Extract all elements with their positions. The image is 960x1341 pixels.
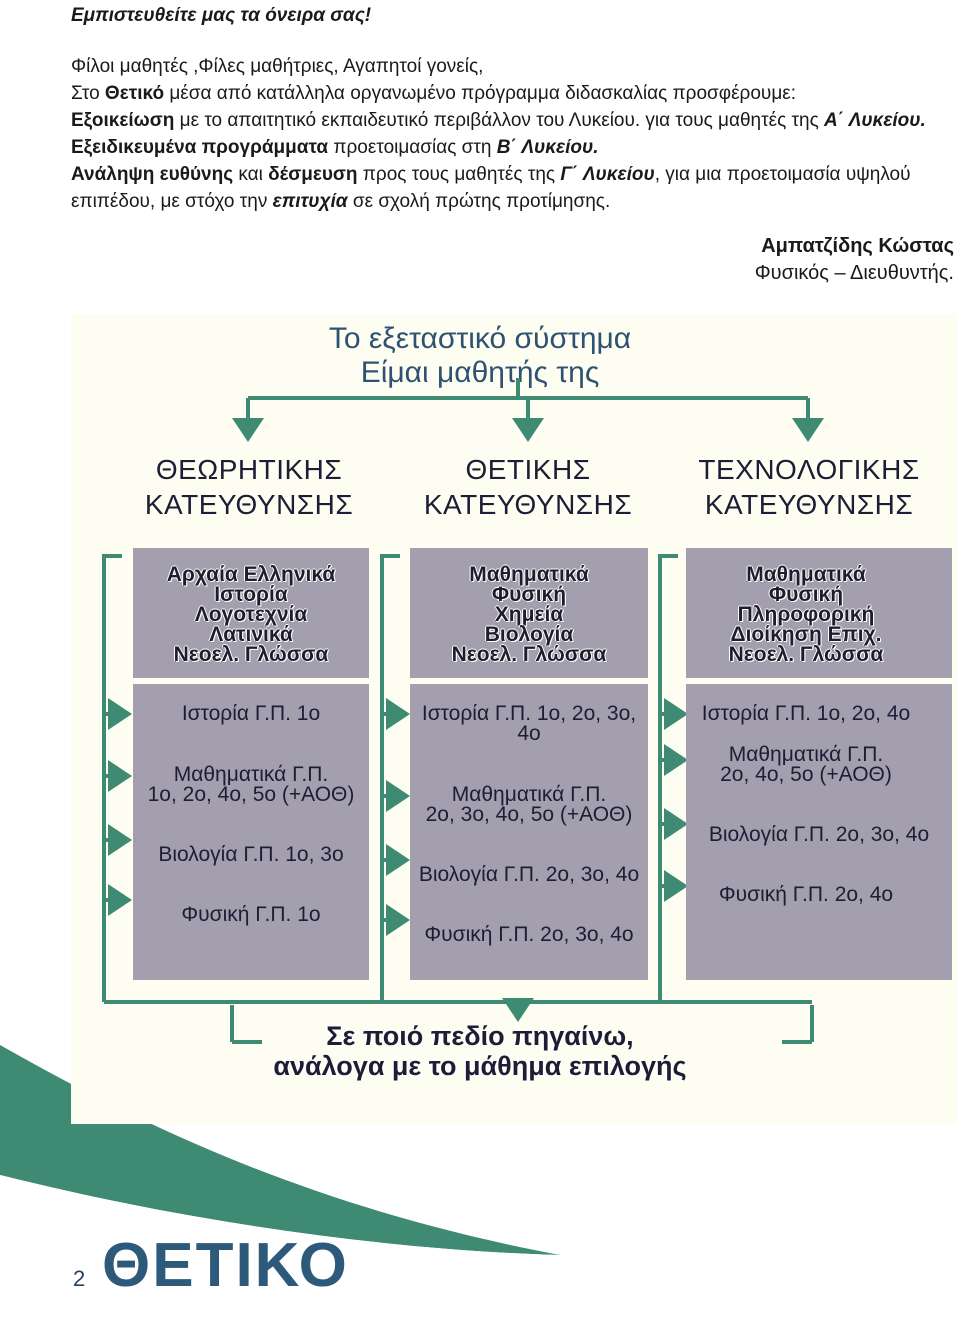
scheme-title: Το εξεταστικό σύστημα	[328, 322, 632, 355]
field-history-science: Ιστορία Γ.Π. 1ο, 2ο, 3ο,4ο	[421, 702, 637, 745]
intro-line-3: Εξοικείωση με το απαιτητικό εκπαιδευτικό…	[71, 110, 926, 131]
field-physics-technology: Φυσική Γ.Π. 2ο, 4ο	[718, 883, 894, 906]
signature: Αμπατζίδης Κώστας Φυσικός – Διευθυντής.	[755, 233, 954, 287]
field-biology-technology: Βιολογία Γ.Π. 2ο, 3ο, 4ο	[708, 823, 930, 846]
intro-line-5: Ανάληψη ευθύνης και δέσμευση προς τους μ…	[71, 164, 911, 185]
signature-title: Φυσικός – Διευθυντής.	[754, 262, 954, 284]
subjects-list-technology: Μαθηματικά Φυσική Πληροφορική Διοίκηση Ε…	[728, 563, 884, 666]
field-math-science: Μαθηματικά Γ.Π.2ο, 3ο, 4ο, 5ο (+ΑΟΘ)	[425, 783, 633, 826]
fields-box-theoretical	[133, 684, 369, 980]
field-physics-theoretical: Φυσική Γ.Π. 1ο	[181, 903, 321, 926]
scheme-subtitle: Είμαι μαθητής της	[360, 356, 600, 389]
fields-box-science	[410, 684, 648, 980]
intro-line-4: Εξειδικευμένα προγράμματα προετοιμασίας …	[71, 137, 599, 158]
field-math-technology: Μαθηματικά Γ.Π.2ο, 4ο, 5ο (+ΑΟΘ)	[720, 743, 892, 786]
field-physics-science: Φυσική Γ.Π. 2ο, 3ο, 4ο	[424, 923, 634, 946]
field-biology-science: Βιολογία Γ.Π. 2ο, 3ο, 4ο	[418, 863, 640, 886]
brand-logo-text: ΘΕΤΙΚΟ	[102, 1231, 349, 1300]
subjects-list-science: Μαθηματικά Φυσική Χημεία Βιολογία Νεοελ.…	[451, 563, 607, 666]
subjects-box-science	[410, 548, 648, 678]
subjects-box-technology	[686, 548, 952, 678]
field-question: Σε ποιό πεδίο πηγαίνω, ανάλογα με το μάθ…	[273, 1021, 687, 1081]
intro-text: Φίλοι μαθητές ,Φίλες μαθήτριες, Αγαπητοί…	[71, 53, 926, 215]
signature-name: Αμπατζίδης Κώστας	[761, 235, 954, 257]
subjects-box-theoretical	[133, 548, 369, 678]
field-history-theoretical: Ιστορία Γ.Π. 1ο	[181, 702, 321, 725]
page-number: 2	[73, 1266, 86, 1291]
intro-line-6: επιπέδου, με στόχο την επιτυχία σε σχολή…	[71, 191, 611, 212]
field-math-theoretical: Μαθηματικά Γ.Π.1ο, 2ο, 4ο, 5ο (+ΑΟΘ)	[147, 763, 355, 806]
field-biology-theoretical: Βιολογία Γ.Π. 1ο, 3ο	[158, 843, 344, 866]
intro-line-2: Στο Θετικό μέσα από κατάλληλα οργανωμένο…	[71, 83, 797, 104]
intro-line-1: Φίλοι μαθητές ,Φίλες μαθήτριες, Αγαπητοί…	[71, 56, 484, 77]
subjects-list-theoretical: Αρχαία Ελληνικά Ιστορία Λογοτεχνία Λατιν…	[166, 563, 336, 666]
field-history-technology: Ιστορία Γ.Π. 1ο, 2ο, 4ο	[701, 702, 911, 725]
fields-box-technology	[686, 684, 952, 980]
slogan: Εμπιστευθείτε μας τα όνειρα σας!	[71, 5, 372, 26]
